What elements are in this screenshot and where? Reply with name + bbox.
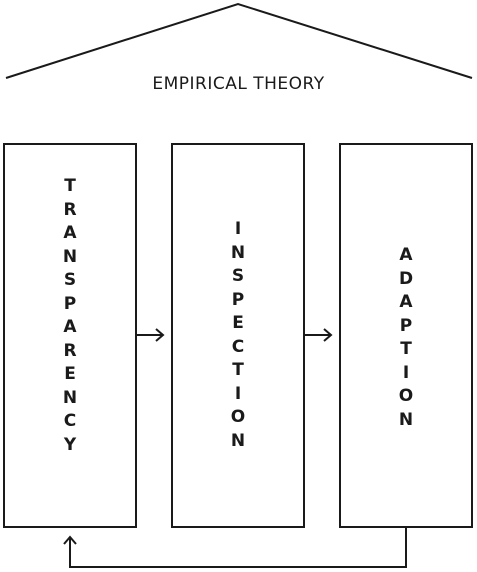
pillar-letter: O: [230, 407, 246, 427]
pillar-letter: T: [64, 176, 76, 196]
pillar-letter: N: [62, 246, 78, 267]
pillar-letter: E: [64, 364, 76, 384]
pillar-letter: C: [63, 411, 77, 431]
pillar-inspection-box: [171, 143, 305, 528]
pillar-letter: C: [231, 336, 245, 357]
pillar-letter: N: [230, 430, 246, 451]
pillar-letter: N: [398, 409, 414, 430]
pillar-letter: N: [230, 242, 246, 263]
arrow-inspection-to-adaption: [305, 328, 333, 342]
pillar-letter: I: [402, 362, 410, 383]
pillar-letter: P: [63, 293, 77, 314]
pillar-transparency-box: [3, 143, 137, 528]
pillar-letter: S: [231, 266, 245, 286]
pillar-letter: R: [63, 199, 77, 220]
pillar-letter: N: [62, 387, 78, 408]
pillar-letter: Y: [63, 434, 77, 455]
pillar-letter: I: [234, 219, 242, 239]
pillar-letter: R: [63, 340, 77, 361]
roof-outline: [5, 2, 473, 79]
pillar-letter: P: [231, 289, 245, 310]
pillar-letter: A: [399, 245, 413, 265]
arrow-transparency-to-inspection: [137, 328, 165, 342]
pillar-letter: A: [63, 223, 77, 243]
pillar-adaption-box: [339, 143, 473, 528]
diagram-title: EMPIRICAL THEORY: [152, 74, 325, 94]
pillar-letter: I: [234, 383, 242, 404]
arrow-feedback-loop: [63, 528, 407, 568]
pillar-letter: O: [398, 386, 414, 406]
pillar-letter: A: [399, 292, 413, 312]
pillar-letter: T: [400, 339, 412, 359]
pillar-letter: D: [398, 268, 414, 289]
pillar-letter: T: [232, 360, 244, 380]
pillar-letter: E: [232, 313, 244, 333]
pillar-letter: P: [399, 315, 413, 336]
pillar-letter: A: [63, 317, 77, 337]
pillar-letter: S: [63, 270, 77, 290]
